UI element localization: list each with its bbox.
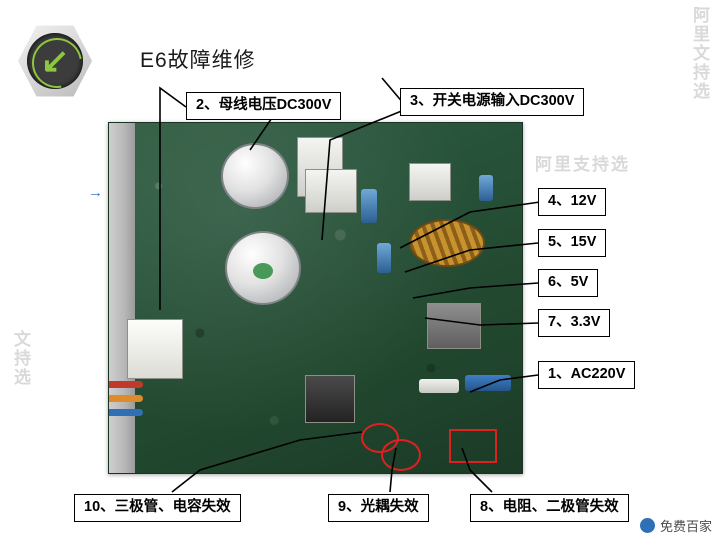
callout-3: 3、开关电源输入DC300V [400,88,585,116]
white-component-block [127,319,183,379]
blue-connector [465,375,511,391]
capacitor-marking [253,263,273,279]
relay-block-2 [305,169,357,213]
callout-7: 7、3.3V [538,309,611,337]
watermark-top-right: 阿里文持选 [690,6,709,101]
callout-10: 10、三极管、电容失效 [74,494,241,522]
blue-capacitor-2 [377,243,391,273]
pointer-arrow-icon: → [88,184,103,201]
callout-1: 1、AC220V [538,361,636,389]
connector-header-block [427,303,481,349]
page-title: E6故障维修 [140,49,256,72]
callout-9: 9、光耦失效 [328,494,429,522]
badge-label: 免费百家 [659,519,712,534]
ic-chip-block [305,375,355,423]
blue-capacitor-3 [479,175,493,201]
electrolytic-capacitor-2 [225,231,301,305]
pcb-photo [108,122,523,474]
wire-red [109,381,143,388]
highlight-capacitor-area [381,439,421,471]
callout-2: 2、母线电压DC300V [186,92,342,120]
arrow-glyph: ↙ [40,42,70,80]
electrolytic-capacitor-1 [221,143,289,209]
white-connector [419,379,459,393]
callout-8: 8、电阻、二极管失效 [470,494,629,522]
relay-block-3 [409,163,451,201]
callout-4: 4、12V [538,188,607,216]
wire-orange [109,395,143,402]
board-left-edge [109,123,135,473]
watermark-left: 文持选 [11,330,30,387]
callout-6: 6、5V [538,269,599,297]
watermark-badge: 免费百家 [639,516,712,535]
logo-badge: ↙ [18,24,92,98]
callout-5: 5、15V [538,229,607,257]
highlight-resistor-diode-area [449,429,497,463]
badge-dot-icon [639,518,655,533]
blue-capacitor-1 [361,189,377,223]
wire-blue [109,409,143,416]
logo-inner-circle [27,33,83,89]
toroid-inductor [409,219,485,267]
watermark-mid-right: 阿里支持选 [535,155,630,174]
